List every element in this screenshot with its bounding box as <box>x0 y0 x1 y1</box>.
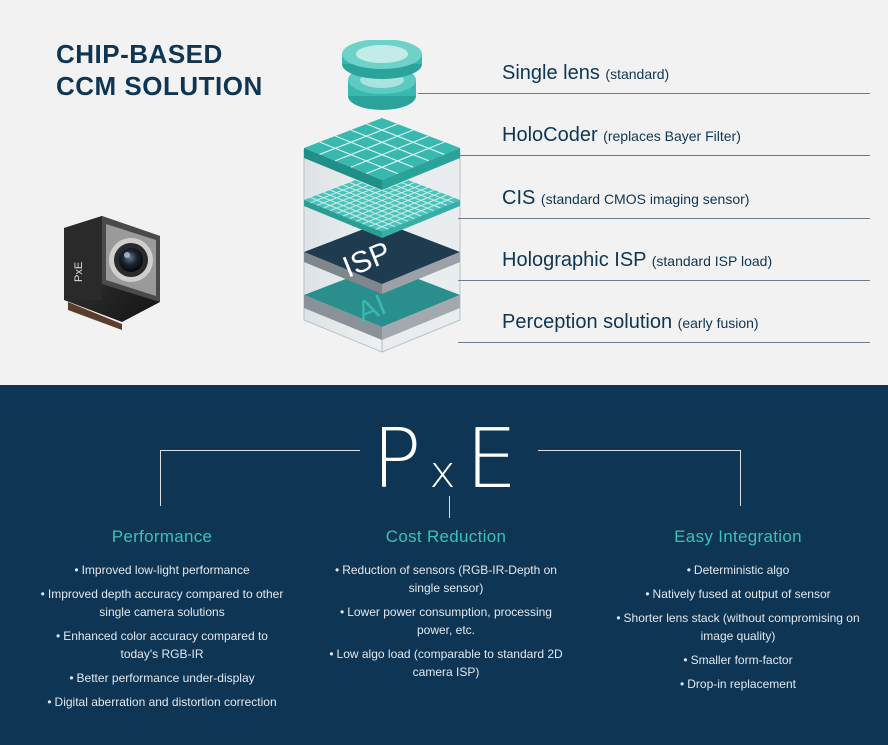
layer-label-single-lens: Single lens (standard) <box>502 62 670 84</box>
connector-left-h <box>160 450 360 451</box>
connector-center-v <box>449 496 450 518</box>
isp-layer <box>304 222 460 284</box>
column-heading: Performance <box>111 527 213 546</box>
leader-line-1 <box>418 93 870 94</box>
camera-module-image: PxE <box>64 216 160 330</box>
benefits-section <box>0 385 888 745</box>
column-easy-integration: Easy Integration •Deterministic algo •Na… <box>608 527 868 699</box>
list-item: •Deterministic algo <box>686 563 790 577</box>
list-item: •Digital aberration and distortion corre… <box>47 695 277 709</box>
leader-line-2 <box>458 155 870 156</box>
leader-line-5 <box>458 342 870 343</box>
title-line-1: CHIP-BASED <box>56 39 223 69</box>
layer-label-holographic-isp: Holographic ISP (standard ISP load) <box>502 249 773 271</box>
column-cost-reduction: Cost Reduction •Reduction of sensors (RG… <box>316 527 576 687</box>
sensor-stack-diagram: AI ISP <box>303 40 461 353</box>
title-line-2: CCM SOLUTION <box>56 71 263 101</box>
grid-line <box>319 123 398 155</box>
list-item: •Low algo load (comparable to standard 2… <box>329 647 563 679</box>
list-item: •Drop-in replacement <box>680 677 796 691</box>
grid-line <box>319 141 398 175</box>
layer-label-holocoder: HoloCoder (replaces Bayer Filter) <box>502 124 741 146</box>
grid-line <box>334 135 414 168</box>
list-item: •Natively fused at output of sensor <box>645 587 831 601</box>
layer-label-cis: CIS (standard CMOS imaging sensor) <box>502 187 750 209</box>
grid-line <box>375 197 454 230</box>
grid-line <box>366 123 445 155</box>
column-heading: Cost Reduction <box>385 527 507 546</box>
grid-line <box>350 135 430 168</box>
grid-line <box>334 129 414 162</box>
benefit-list: •Deterministic algo •Natively fused at o… <box>608 561 868 693</box>
lens-element <box>342 40 422 110</box>
benefit-list: •Reduction of sensors (RGB-IR-Depth on s… <box>316 561 576 681</box>
grid-line <box>350 129 430 162</box>
column-performance: Performance •Improved low-light performa… <box>32 527 292 717</box>
connector-right-h <box>538 450 740 451</box>
column-heading: Easy Integration <box>674 527 802 546</box>
module-logo-text: PxE <box>73 262 85 282</box>
list-item: •Smaller form-factor <box>683 653 793 667</box>
connector-left-v <box>160 450 161 506</box>
layer-label-perception: Perception solution (early fusion) <box>502 311 759 333</box>
connector-right-v <box>740 450 741 506</box>
grid-line <box>366 141 445 175</box>
list-item: •Improved low-light performance <box>74 563 250 577</box>
list-item: •Lower power consumption, processing pow… <box>340 605 552 637</box>
ai-layer <box>304 265 460 327</box>
leader-line-3 <box>458 218 870 219</box>
list-item: •Enhanced color accuracy compared to tod… <box>56 629 268 661</box>
list-item: •Reduction of sensors (RGB-IR-Depth on s… <box>335 563 557 595</box>
cis-layer <box>304 170 460 238</box>
grid-line <box>368 194 448 228</box>
holocoder-layer <box>304 118 460 190</box>
list-item: •Improved depth accuracy compared to oth… <box>40 587 284 619</box>
benefit-list: •Improved low-light performance •Improve… <box>32 561 292 711</box>
list-item: •Better performance under-display <box>69 671 255 685</box>
page-title: CHIP-BASED CCM SOLUTION <box>56 38 263 102</box>
list-item: •Shorter lens stack (without compromisin… <box>616 611 860 643</box>
leader-line-4 <box>458 280 870 281</box>
